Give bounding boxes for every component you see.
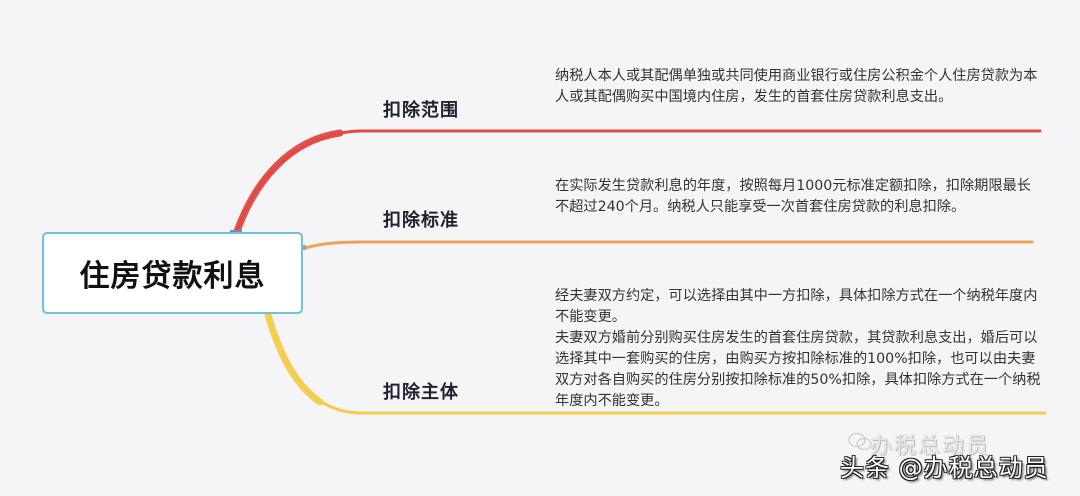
branch-label-subject[interactable]: 扣除主体 xyxy=(383,382,459,403)
branch-text-standard: 在实际发生贷款利息的年度，按照每月1000元标准定额扣除，扣除期限最长不超过24… xyxy=(555,178,1031,215)
connector-branch-2 xyxy=(303,240,1034,250)
branch-text-scope: 纳税人本人或其配偶单独或共同使用商业银行或住房公积金个人住房贷款为本人或其配偶购… xyxy=(555,68,1038,105)
branch-label-scope[interactable]: 扣除范围 xyxy=(383,100,459,121)
central-topic-title: 住房贷款利息 xyxy=(79,259,266,294)
wechat-icon xyxy=(848,432,872,451)
branch-text-subject: 经夫妻双方约定，可以选择由其中一方扣除，具体扣除方式在一个纳税年度内不能变更。 … xyxy=(555,288,1041,409)
branch-label-standard[interactable]: 扣除标准 xyxy=(383,210,459,231)
central-topic-node[interactable]: 住房贷款利息 xyxy=(42,232,303,314)
watermark-text: 头条 @办税总动员 xyxy=(840,454,1049,482)
watermark-faint-text: 办税总动员 xyxy=(870,434,991,459)
